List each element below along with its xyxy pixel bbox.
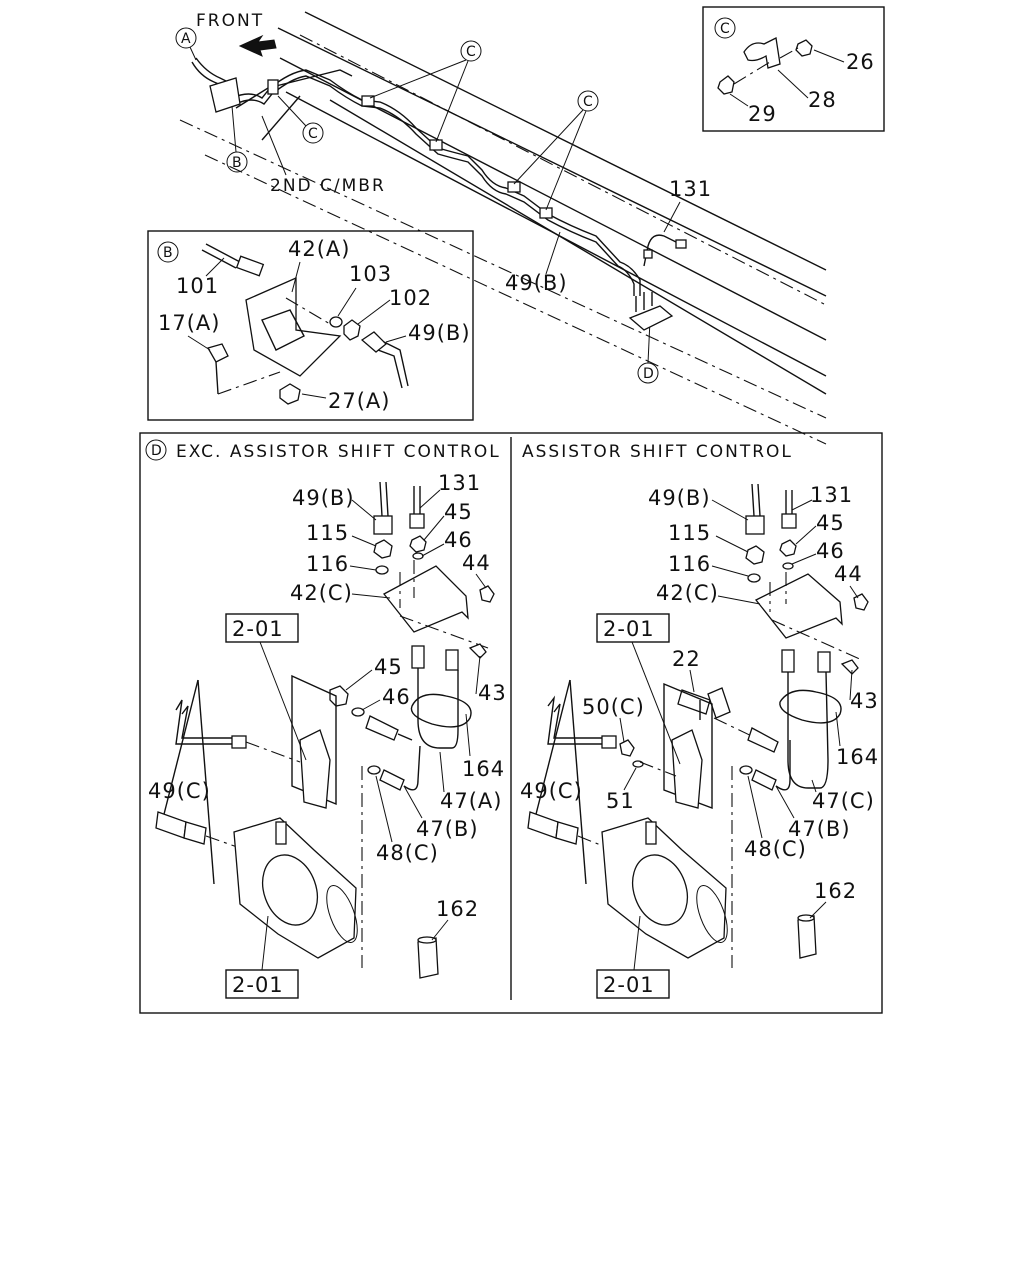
left-45b: 45 [374, 655, 403, 679]
left-48c: 48(C) [376, 841, 439, 865]
detail-b-callout [157, 241, 179, 263]
right-115: 115 [668, 521, 711, 545]
left-49b: 49(B) [292, 486, 355, 510]
part-29: 29 [748, 102, 777, 126]
left-heading: EXC. ASSISTOR SHIFT CONTROL [176, 442, 501, 462]
right-51: 51 [606, 789, 635, 813]
front-label: FRONT [196, 11, 264, 31]
part-42a: 42(A) [288, 237, 350, 261]
fitting-22 [677, 689, 711, 715]
right-panel: 2-01 2-01 49(B) 131 115 45 116 46 44 42(… [520, 483, 879, 999]
right-46: 46 [816, 539, 845, 563]
left-49c: 49(C) [148, 779, 211, 803]
left-43: 43 [478, 681, 507, 705]
svg-text:C: C [308, 126, 318, 142]
right-49c: 49(C) [520, 779, 583, 803]
right-ref-bottom: 2-01 [603, 973, 655, 997]
svg-text:B: B [232, 155, 242, 171]
part-102: 102 [389, 286, 432, 310]
right-48c: 48(C) [744, 837, 807, 861]
left-45a: 45 [444, 500, 473, 524]
detail-c-box: C 26 28 29 [702, 6, 885, 132]
part-26: 26 [846, 50, 875, 74]
right-50c: 50(C) [582, 695, 645, 719]
pipe-clips [267, 79, 553, 219]
left-116: 116 [306, 552, 349, 576]
right-131: 131 [810, 483, 853, 507]
svg-text:C: C [720, 21, 730, 37]
right-49b: 49(B) [648, 486, 711, 510]
top-part-131: 131 [669, 177, 712, 201]
clip-28 [743, 37, 781, 69]
left-panel: 2-01 2-01 49(B) 131 115 45 116 46 44 42(… [148, 471, 507, 999]
left-162: 162 [436, 897, 479, 921]
detail-d-box: D EXC. ASSISTOR SHIFT CONTROL ASSISTOR S… [139, 432, 883, 1014]
left-46a: 46 [444, 528, 473, 552]
left-115: 115 [306, 521, 349, 545]
air-pipe [231, 69, 641, 296]
part-17a: 17(A) [158, 311, 220, 335]
left-42c: 42(C) [290, 581, 353, 605]
flex-hose [191, 61, 229, 89]
svg-text:D: D [643, 366, 654, 382]
bracket-42c-left [383, 565, 469, 633]
callout-b [226, 151, 248, 173]
member-label: 2ND C/MBR [270, 176, 386, 196]
right-22: 22 [672, 647, 701, 671]
detail-c-callout [714, 17, 736, 39]
left-ref-top: 2-01 [232, 617, 284, 641]
svg-text:B: B [163, 245, 173, 261]
right-43: 43 [850, 689, 879, 713]
right-42c: 42(C) [656, 581, 719, 605]
left-44: 44 [462, 551, 491, 575]
svg-text:D: D [151, 443, 162, 459]
svg-text:A: A [181, 31, 191, 47]
callout-c-1 [302, 122, 324, 144]
right-ref-top: 2-01 [603, 617, 655, 641]
right-47c: 47(C) [812, 789, 875, 813]
right-164: 164 [836, 745, 879, 769]
detail-d-callout [145, 439, 167, 461]
right-heading: ASSISTOR SHIFT CONTROL [522, 442, 793, 462]
detail-b-box: B 42(A) 101 103 102 17(A) 49(B) 27(A) [147, 230, 474, 421]
left-ref-bottom: 2-01 [232, 973, 284, 997]
bracket-b [209, 77, 241, 113]
top-part-49b: 49(B) [505, 271, 568, 295]
right-44: 44 [834, 562, 863, 586]
callout-c-2 [460, 40, 482, 62]
bracket-42c-right [754, 573, 843, 639]
part-49b: 49(B) [408, 321, 471, 345]
right-162: 162 [814, 879, 857, 903]
svg-text:C: C [466, 44, 476, 60]
right-116: 116 [668, 552, 711, 576]
left-131: 131 [438, 471, 481, 495]
left-46b: 46 [382, 685, 411, 709]
front-arrow [238, 34, 277, 57]
part-103: 103 [349, 262, 392, 286]
bracket-42a [245, 277, 342, 377]
bolt-29 [717, 75, 735, 95]
callout-a [175, 27, 197, 49]
part-27a: 27(A) [328, 389, 390, 413]
right-47b: 47(B) [788, 817, 851, 841]
left-164: 164 [462, 757, 505, 781]
callout-c-3 [577, 90, 599, 112]
bracket-d [628, 305, 674, 331]
nut-26 [795, 39, 813, 57]
part-28: 28 [808, 88, 837, 112]
svg-text:C: C [583, 94, 593, 110]
left-47b: 47(B) [416, 817, 479, 841]
left-47a: 47(A) [440, 789, 502, 813]
right-45: 45 [816, 511, 845, 535]
part-101: 101 [176, 274, 219, 298]
